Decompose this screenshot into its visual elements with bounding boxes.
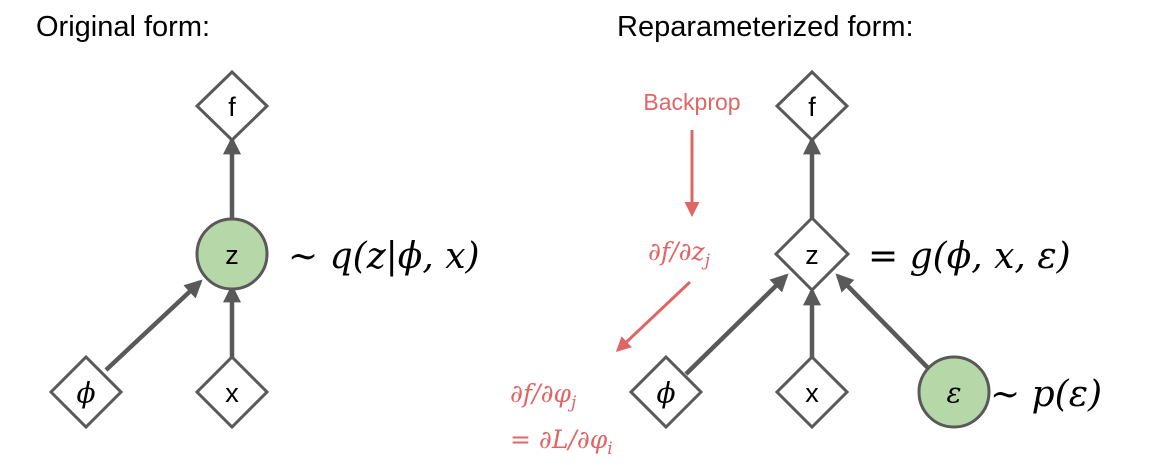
node-phi-right: ϕ — [628, 354, 704, 430]
reparameterized-form-title: Reparameterized form: — [617, 11, 914, 43]
edge-epsilon-to-z-right — [835, 273, 930, 370]
node-x-left-label: x — [225, 378, 239, 408]
node-z-left: z — [195, 217, 269, 291]
node-f-left-label: f — [228, 92, 236, 122]
edge-phi-to-z-right — [684, 273, 789, 376]
node-phi-right-label: ϕ — [656, 377, 675, 410]
edge-phi-to-z-left — [104, 279, 203, 372]
node-x-left: x — [194, 354, 270, 430]
node-z-right: z — [773, 215, 851, 293]
node-f-right: f — [774, 69, 850, 143]
node-epsilon-right: ε — [917, 355, 991, 429]
node-f-right-label: f — [808, 92, 816, 122]
gradient-phi-label: ∂f/∂φj — [510, 379, 577, 413]
node-x-right: x — [774, 354, 850, 430]
node-phi-left-label: ϕ — [76, 377, 95, 410]
gradient-loss-label: = ∂L/∂φi — [510, 425, 613, 459]
node-z-left-label: z — [225, 240, 239, 270]
node-f-left: f — [194, 69, 270, 143]
node-epsilon-right-label: ε — [946, 377, 961, 410]
backprop-arrow-to-phi — [615, 280, 692, 353]
z-function-label: = g(ϕ, x, ε) — [868, 236, 1071, 277]
node-z-right-label: z — [805, 240, 819, 270]
gradient-z-label: ∂f/∂zj — [648, 237, 711, 271]
backprop-label: Backprop — [643, 89, 740, 115]
z-distribution-label: ∼ q(z|ϕ, x) — [288, 236, 480, 277]
original-form-title: Original form: — [36, 11, 210, 43]
epsilon-distribution-label: ∼ p(ε) — [990, 374, 1102, 415]
node-x-right-label: x — [805, 378, 819, 408]
node-phi-left: ϕ — [48, 354, 124, 430]
